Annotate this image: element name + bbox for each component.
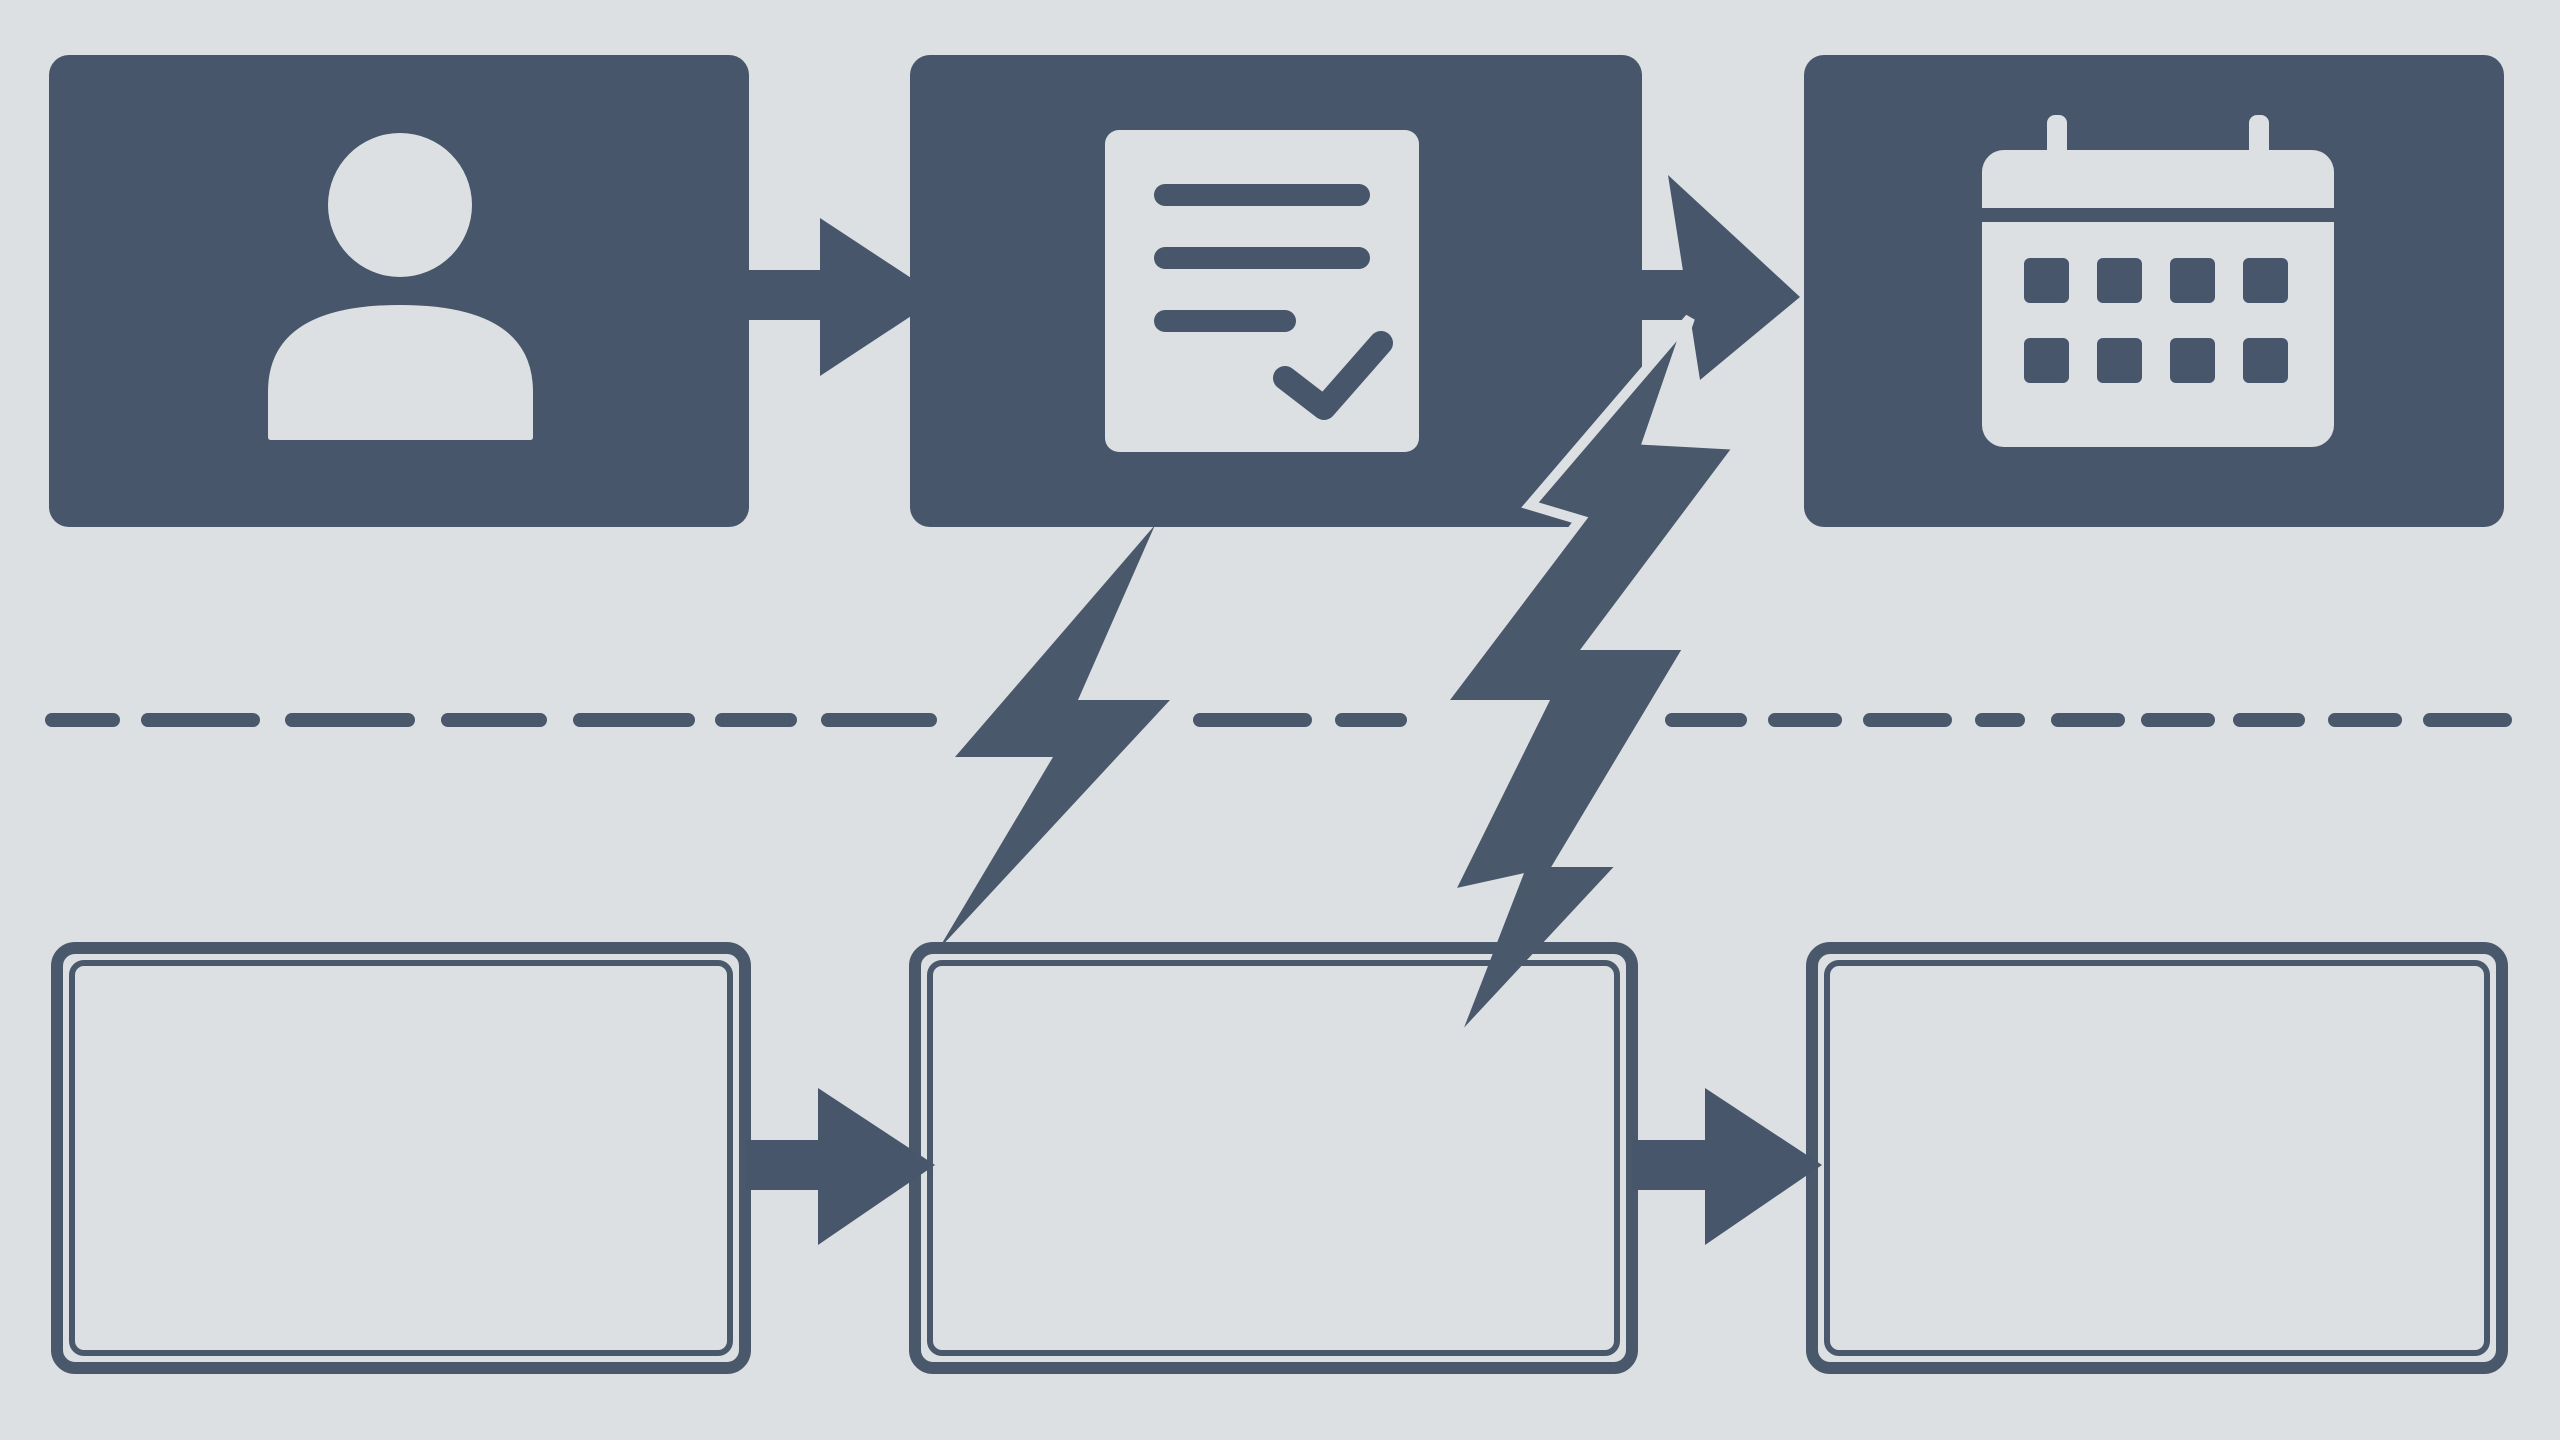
top-connectors <box>745 175 1800 380</box>
arrow-icon <box>745 218 940 376</box>
arrow-icon <box>745 1088 935 1245</box>
empty-card-1 <box>51 942 751 1374</box>
document-card <box>910 55 1642 527</box>
calendar-icon <box>1982 115 2334 447</box>
user-icon <box>268 133 533 440</box>
top-row <box>49 55 2504 527</box>
calendar-card <box>1804 55 2504 527</box>
arrow-icon <box>1632 1088 1822 1245</box>
user-card <box>49 55 749 527</box>
bottom-row <box>51 942 2508 1374</box>
breaks <box>938 314 1750 1054</box>
empty-card-3 <box>1806 942 2508 1374</box>
lightning-bolt-icon <box>938 525 1170 950</box>
arrow-icon <box>1638 175 1800 380</box>
lightning-bolt-icon <box>1429 314 1750 1054</box>
bottom-connectors <box>745 1088 1822 1245</box>
document-check-icon <box>1105 130 1419 452</box>
empty-card-2 <box>909 942 1638 1374</box>
